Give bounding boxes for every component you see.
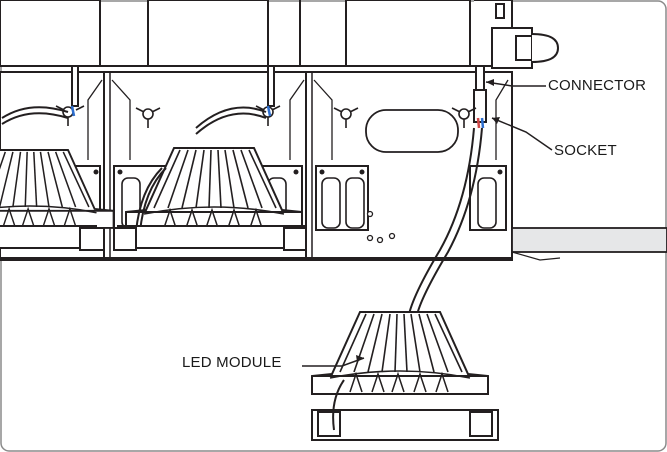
leader-lines [302,81,553,367]
side-clip [491,3,560,69]
connector-label: CONNECTOR [548,77,647,94]
led-module-label: LED MODULE [182,354,282,371]
socket-label: SOCKET [554,142,617,159]
driver-boxes [0,0,513,67]
